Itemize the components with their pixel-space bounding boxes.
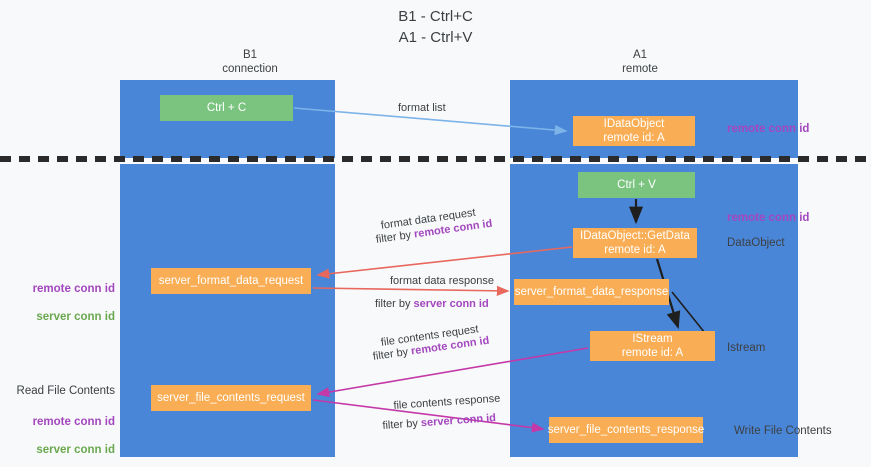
node-server-format-data-request[interactable]: server_format_data_request (151, 268, 311, 294)
label-server-conn-id-2: server conn id (36, 444, 115, 456)
edge-label-format-data-response: format data response (390, 275, 494, 287)
node-server-file-contents-request[interactable]: server_file_contents_request (151, 385, 311, 411)
edge-label-format-list: format list (398, 102, 446, 114)
filter-prefix-3: filter by (372, 345, 412, 363)
node-server-format-data-response[interactable]: server_format_data_response (514, 279, 669, 305)
column-header-b1: B1 connection (222, 49, 278, 75)
edge-label-file-contents-response-filter: filter by server conn id (382, 411, 496, 434)
phase-separator (0, 156, 871, 162)
node-istream[interactable]: IStream remote id: A (590, 331, 715, 361)
filter-server-conn-id-2: server conn id (420, 412, 497, 430)
node-server-file-contents-response[interactable]: server_file_contents_response (548, 417, 704, 443)
label-left-conn-ids-bottom: remote conn id server conn id (0, 401, 115, 457)
node-ctrl-c[interactable]: Ctrl + C (160, 95, 293, 121)
lane-b1-bottom (120, 164, 335, 457)
filter-prefix-1: filter by (375, 228, 415, 246)
label-remote-conn-id-top: remote conn id (727, 123, 810, 135)
node-idataobject[interactable]: IDataObject remote id: A (573, 116, 695, 146)
filter-prefix-4: filter by (382, 417, 422, 432)
label-dataobject: DataObject (727, 237, 785, 249)
page-title: B1 - Ctrl+C A1 - Ctrl+V (398, 8, 473, 46)
node-idataobject-getdata[interactable]: IDataObject::GetData remote id: A (573, 228, 697, 258)
label-remote-conn-id-mid: remote conn id (727, 212, 810, 224)
column-header-a1: A1 remote (622, 49, 658, 75)
node-ctrl-v[interactable]: Ctrl + V (578, 172, 695, 198)
label-write-file-contents: Write File Contents (734, 425, 832, 437)
edge-label-file-contents-response: file contents response (393, 392, 501, 412)
filter-prefix-2: filter by (375, 298, 414, 310)
label-read-file-contents: Read File Contents (16, 385, 115, 397)
filter-server-conn-id-1: server conn id (413, 298, 489, 310)
label-left-conn-ids-top: remote conn id server conn id (0, 268, 115, 324)
lane-a1-bottom (510, 164, 798, 457)
label-remote-conn-id: remote conn id (32, 283, 115, 295)
label-istream: Istream (727, 342, 766, 354)
label-remote-conn-id-2: remote conn id (32, 416, 115, 428)
label-server-conn-id: server conn id (36, 311, 115, 323)
edge-label-format-data-response-filter: filter by server conn id (375, 297, 489, 312)
